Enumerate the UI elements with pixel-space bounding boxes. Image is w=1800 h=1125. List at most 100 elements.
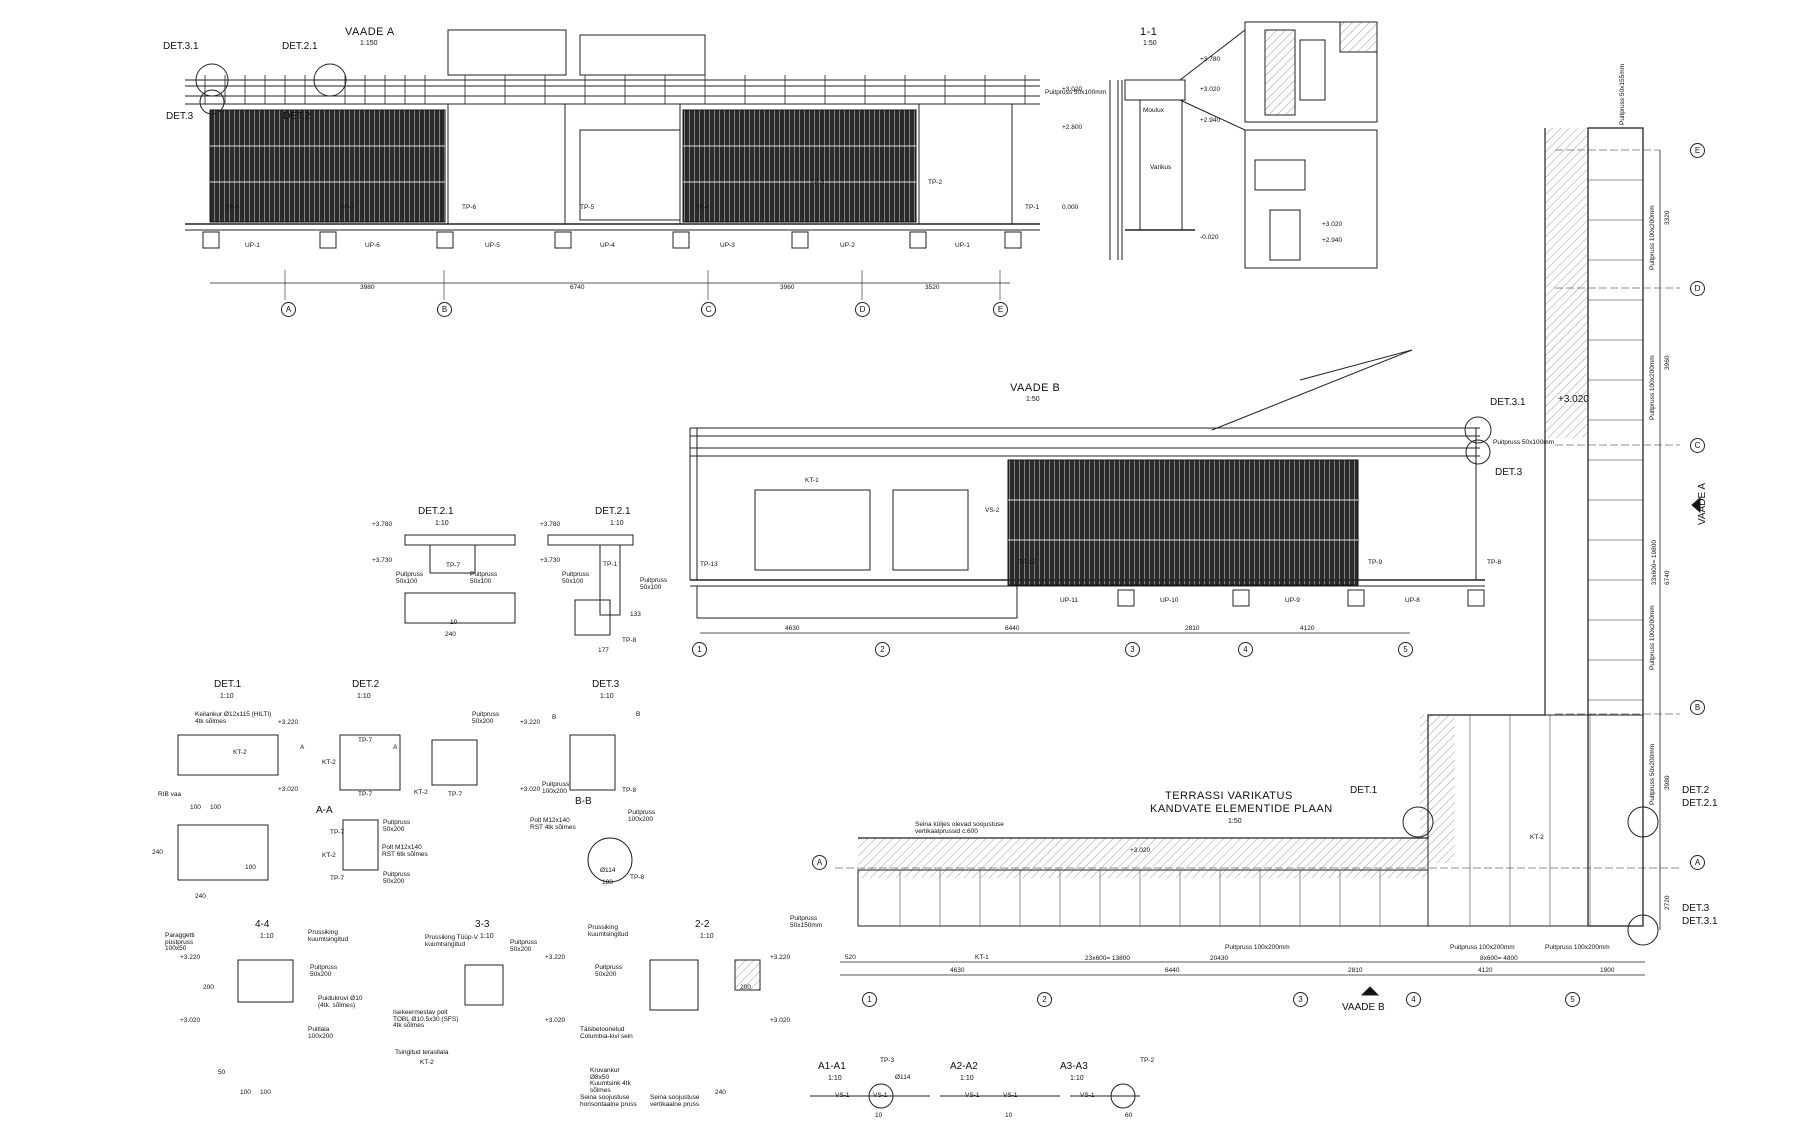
det-1-dim: 240 <box>152 849 163 856</box>
level-mark: +3.780 <box>540 521 561 528</box>
section-a1-vs: VS-1 <box>873 1092 888 1099</box>
level-mark: +3.020 <box>1062 86 1083 93</box>
vaade-b-up-label: UP-11 <box>1060 597 1078 604</box>
plan-axis-c: C <box>1690 438 1705 453</box>
det-1-scale: 1:10 <box>220 693 234 700</box>
det-3-mark: B <box>636 711 641 718</box>
det-2-1-a-dim: 240 <box>445 631 456 638</box>
plan-bottom-dim: 6440 <box>1165 967 1180 974</box>
plan-vaade-b-marker: VAADE B <box>1342 1002 1385 1013</box>
plan-right-dim: 6740 <box>1664 570 1671 585</box>
vaade-a-dim: 3960 <box>780 284 795 291</box>
axis-marker-c: C <box>701 302 716 317</box>
section-a2-vs: VS-1 <box>1003 1092 1018 1099</box>
section-22-dim: 240 <box>715 1089 726 1096</box>
plan-total-dim: 20430 <box>1210 955 1229 962</box>
section-1-1-scale: 1:50 <box>1143 40 1157 47</box>
det-2-mark: A <box>300 744 305 751</box>
level-mark: -0.020 <box>1200 234 1219 241</box>
vaade-a-scale: 1:150 <box>360 40 378 47</box>
section-33-scale: 1:10 <box>480 933 494 940</box>
level-mark: +3.020 <box>180 1017 201 1024</box>
plan-det-2-1: DET.2.1 <box>1682 798 1718 809</box>
vaade-a-tp-label: TP-5 <box>580 204 595 211</box>
section-1-1-note: Varikus <box>1150 164 1172 171</box>
plan-scale: 1:50 <box>1228 818 1242 825</box>
det-3-title: DET.3 <box>592 679 620 690</box>
vaade-a-tp-label: TP-3 <box>810 179 825 186</box>
plan-axis-e: E <box>1690 143 1705 158</box>
det-2-1-a-note: Puitpruss 50x100 <box>396 571 424 585</box>
section-aa-note: Puitpruss 50x200 <box>383 819 411 833</box>
vaade-b-beam-note: Puitpruss 50x100mm <box>1493 439 1555 446</box>
det-1-dim: 240 <box>195 893 206 900</box>
section-a3-tp: TP-2 <box>1140 1057 1155 1064</box>
vaade-b-tp-label: TP-12 <box>1018 559 1036 566</box>
vaade-b-vs: VS-2 <box>985 507 1000 514</box>
plan-title-1: TERRASSI VARIKATUS <box>1165 790 1293 802</box>
details <box>177 534 1140 1109</box>
section-aa-tp: TP-7 <box>330 875 345 882</box>
plan-right-dim: 3320 <box>1664 210 1671 225</box>
vaade-a-det-3-1: DET.3.1 <box>163 41 199 52</box>
vaade-a-tp-label: TP-4 <box>695 204 710 211</box>
plan-right-dim: 3960 <box>1664 355 1671 370</box>
plan-bottom-dim: 520 <box>845 954 856 961</box>
vaade-a-det-2-1: DET.2.1 <box>282 41 318 52</box>
plan-bottom-dim: 1900 <box>1600 967 1615 974</box>
level-mark: +3.780 <box>1200 56 1221 63</box>
section-aa-kt: KT-2 <box>322 852 336 859</box>
section-22-note: Kruvankur Ø8x50 Kuumtsink 4tk sõlmes <box>590 1067 631 1094</box>
plan-title-2: KANDVATE ELEMENTIDE PLAAN <box>1150 803 1333 815</box>
det-2-1-b-note: Puitpruss 50x100 <box>640 577 668 591</box>
section-bb-title: B-B <box>575 796 592 807</box>
section-a1-tp: TP-3 <box>880 1057 895 1064</box>
plan-kt1: KT-1 <box>975 954 989 961</box>
section-bb-note: Polt M12x140 RST 4tk sõlmes <box>530 817 576 831</box>
section-22-title: 2-2 <box>695 919 710 930</box>
section-22-note: Seina soojustuse vertikaalne pruss <box>650 1094 700 1108</box>
vaade-b-kt: KT-1 <box>805 477 819 484</box>
vaade-a-tp-label: TP-7 <box>340 204 355 211</box>
section-44-title: 4-4 <box>255 919 270 930</box>
plan-level-upper: +3.020 <box>1558 394 1589 405</box>
plan-vaade-a-marker: VAADE A <box>1697 482 1708 525</box>
det-3-scale: 1:10 <box>600 693 614 700</box>
level-mark: 0.000 <box>1062 204 1079 211</box>
det-2-title: DET.2 <box>352 679 380 690</box>
section-33-note: KT-2 <box>420 1059 434 1066</box>
vaade-a-up-label: UP-3 <box>720 242 735 249</box>
section-a2-scale: 1:10 <box>960 1075 974 1082</box>
vaade-a-title: VAADE A <box>345 26 395 38</box>
vaade-b-scale: 1:50 <box>1026 396 1040 403</box>
section-44-note: Puitpruss 50x200 <box>310 964 338 978</box>
section-44-dim: 100 <box>240 1089 251 1096</box>
section-a2-dim: 10 <box>1005 1112 1013 1119</box>
section-aa-note: Puitpruss 50x200 <box>383 871 411 885</box>
vaade-b-dim: 4630 <box>785 625 800 632</box>
section-22-note: Prussiking kuumtsingitud <box>588 924 629 938</box>
det-2-1-a-dim: 10 <box>450 619 458 626</box>
plan-vert-spacing: 33x600= 19800 <box>1651 539 1658 585</box>
vaade-a-tp-label: TP-1 <box>1025 204 1040 211</box>
section-22-note: Puitpruss 50x200 <box>595 964 623 978</box>
vaade-a-up-label: UP-2 <box>840 242 855 249</box>
vaade-a-up-label: UP-6 <box>365 242 380 249</box>
section-22-dim: 200 <box>740 984 751 991</box>
level-mark: +2.940 <box>1322 237 1343 244</box>
axis-marker-4: 4 <box>1238 642 1253 657</box>
section-a1-vs: VS-1 <box>835 1092 850 1099</box>
axis-marker-3: 3 <box>1125 642 1140 657</box>
det-2-1-a-title: DET.2.1 <box>418 506 454 517</box>
level-mark: +3.730 <box>540 557 561 564</box>
plan-axis-b: B <box>1690 700 1705 715</box>
det-2-scale: 1:10 <box>357 693 371 700</box>
section-22-scale: 1:10 <box>700 933 714 940</box>
det-2-mark: A <box>393 744 398 751</box>
level-mark: +3.020 <box>545 1017 566 1024</box>
section-22-note: Täisbetoonelud Columbia-kivi sein <box>580 1026 633 1040</box>
det-2-1-b-dim: 133 <box>630 611 641 618</box>
axis-marker-b: B <box>437 302 452 317</box>
section-1-1 <box>1109 21 1378 269</box>
vaade-b-up-label: UP-10 <box>1160 597 1179 604</box>
